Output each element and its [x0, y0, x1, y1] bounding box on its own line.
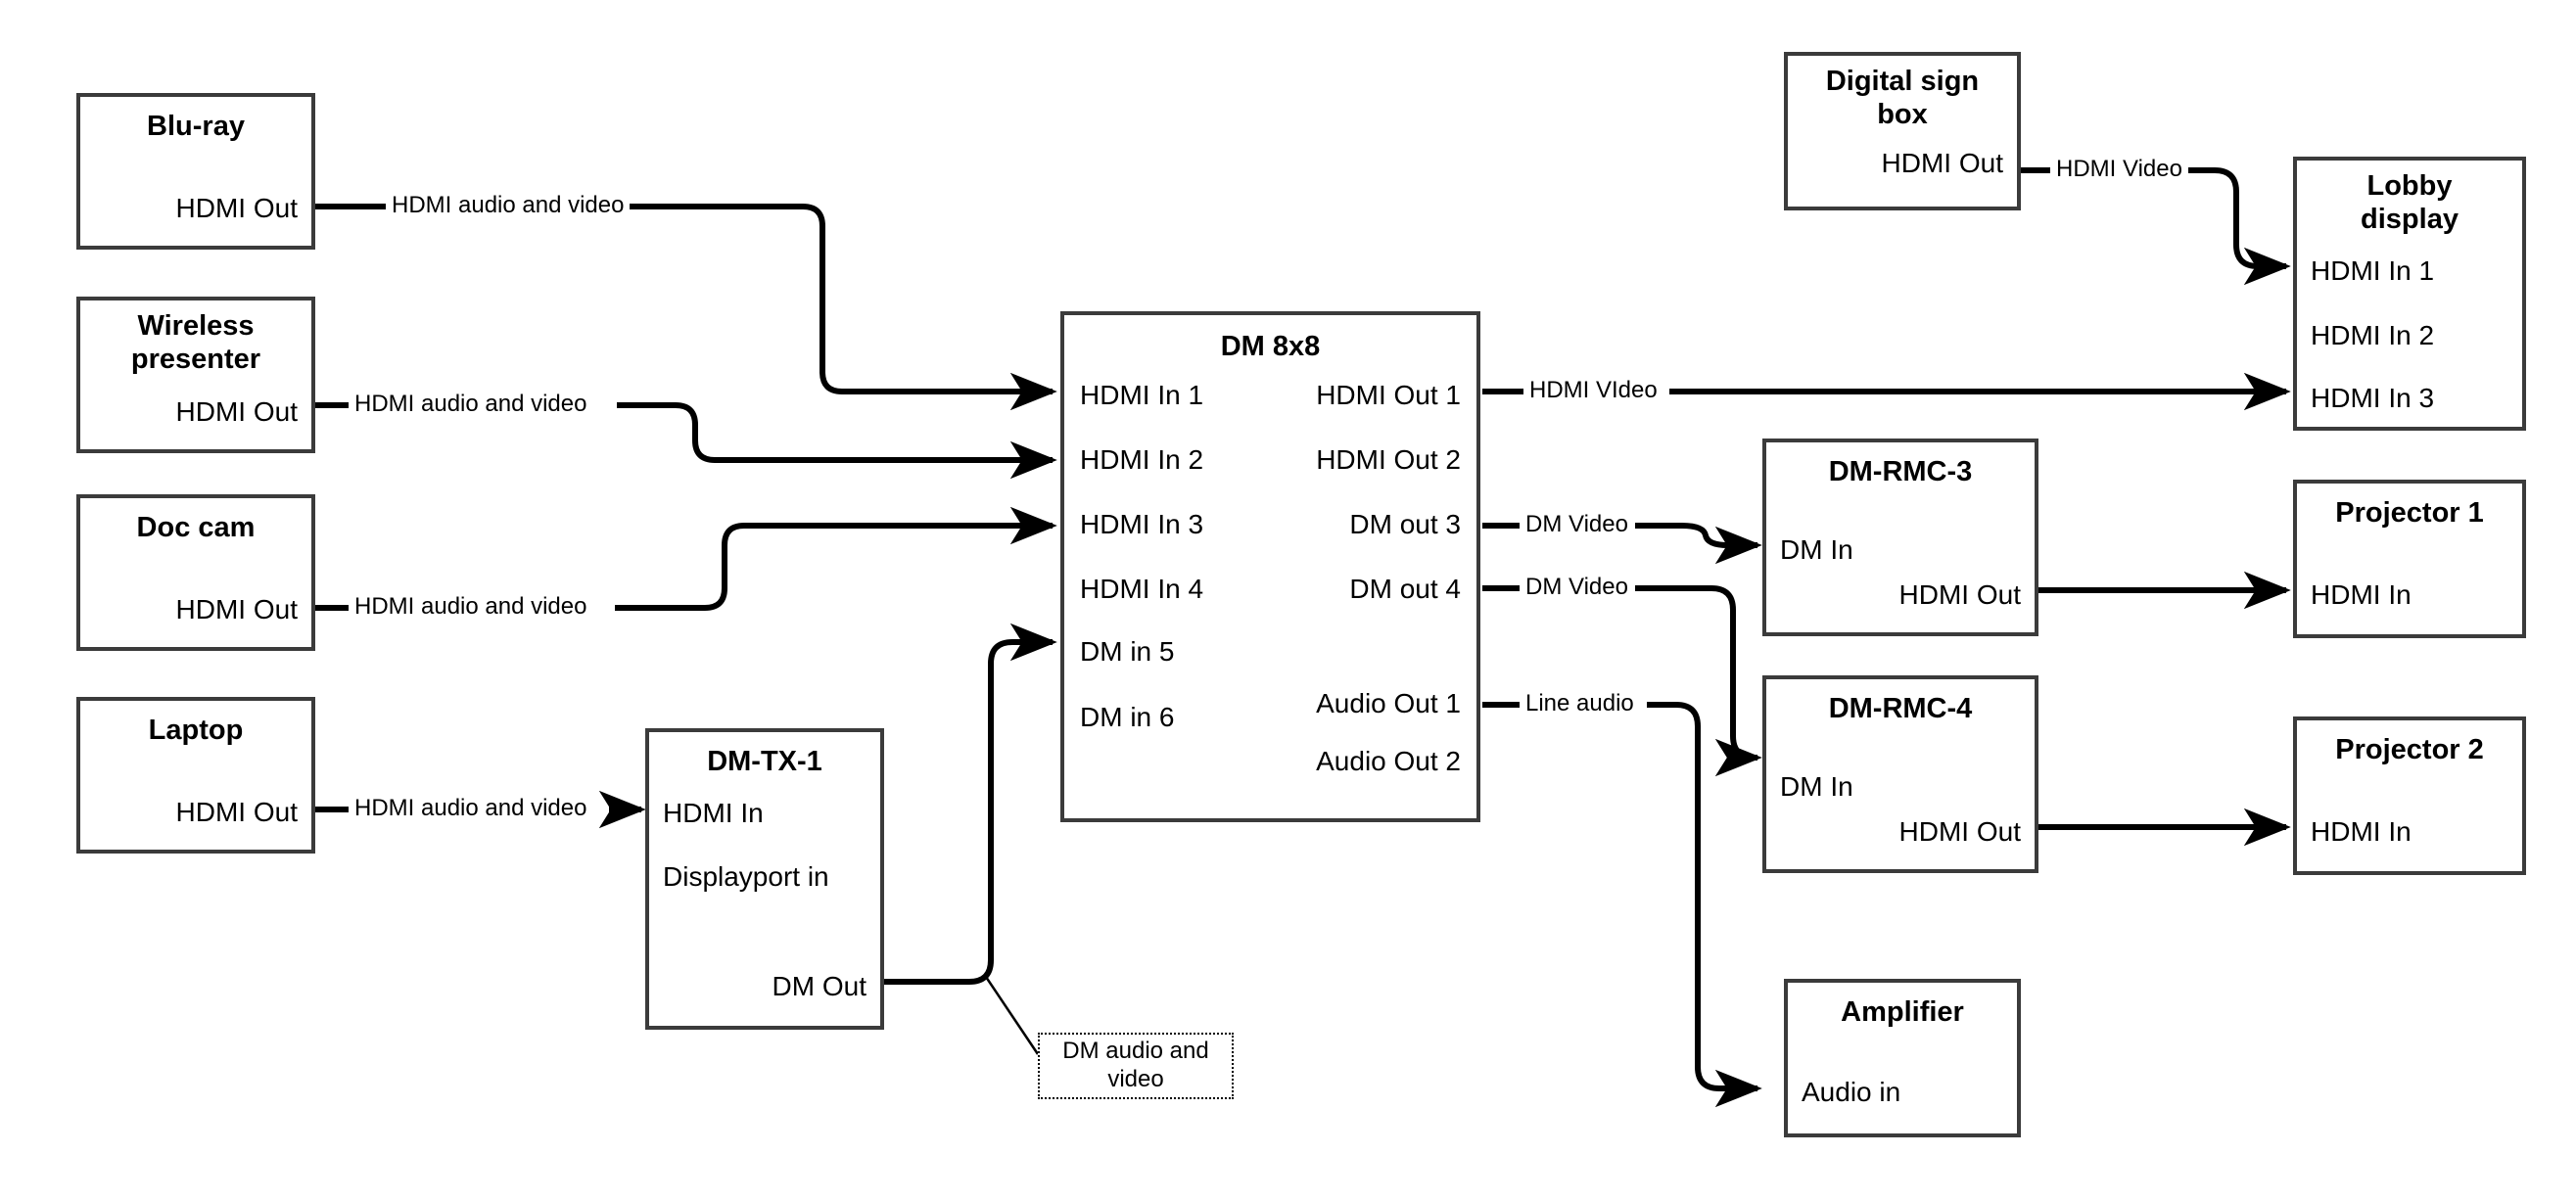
edge-label-laptop-to-tx: HDMI audio and video [349, 795, 593, 822]
device-title-dm-rmc-4: DM-RMC-4 [1828, 693, 1973, 724]
device-title-projector-2: Projector 2 [2335, 734, 2484, 765]
port-dm-tx-1-dm-out[interactable]: DM Out [772, 971, 866, 1001]
device-box-dm-rmc-4[interactable]: DM-RMC-4 DM In HDMI Out [1762, 675, 2038, 873]
wire-doccam-to-dm-hdmi-in-3 [315, 526, 1053, 611]
note-dm-audio-and-video-text: DM audio and video [1062, 1038, 1209, 1092]
wire-dm-out4-to-rmc4-dm-in [1482, 585, 1757, 758]
device-title-doc-cam: Doc cam [136, 512, 256, 543]
port-dm-rmc-3-dm-in[interactable]: DM In [1780, 534, 1853, 565]
device-title-amplifier: Amplifier [1841, 996, 1964, 1028]
wire-sign-to-lobby-hdmi-in-1 [2021, 167, 2286, 266]
edge-label-dm-out4-to-rmc4: DM Video [1520, 574, 1634, 601]
device-title-lobby-display-line1: Lobby [2366, 170, 2453, 202]
device-box-dm-rmc-3[interactable]: DM-RMC-3 DM In HDMI Out [1762, 439, 2038, 636]
device-title-wireless-presenter-line2: presenter [130, 344, 261, 375]
port-dm-8x8-dm-out-3[interactable]: DM out 3 [1349, 509, 1461, 539]
port-dm-8x8-dm-in-5[interactable]: DM in 5 [1080, 636, 1175, 667]
device-title-laptop: Laptop [148, 715, 244, 746]
port-lobby-display-hdmi-in-1[interactable]: HDMI In 1 [2311, 255, 2435, 286]
port-wireless-presenter-hdmi-out[interactable]: HDMI Out [175, 396, 298, 427]
port-dm-8x8-audio-out-1[interactable]: Audio Out 1 [1316, 688, 1461, 718]
port-dm-8x8-hdmi-out-1[interactable]: HDMI Out 1 [1316, 380, 1461, 410]
port-lobby-display-hdmi-in-2[interactable]: HDMI In 2 [2311, 320, 2435, 350]
device-box-dm-8x8[interactable]: DM 8x8 HDMI In 1 HDMI In 2 HDMI In 3 HDM… [1060, 311, 1480, 822]
edge-label-dm-audioout1-to-amp: Line audio [1520, 690, 1640, 717]
device-box-lobby-display[interactable]: Lobby display HDMI In 1 HDMI In 2 HDMI I… [2293, 157, 2526, 431]
device-box-projector-2[interactable]: Projector 2 HDMI In [2293, 716, 2526, 875]
port-digital-sign-box-hdmi-out[interactable]: HDMI Out [1881, 148, 2003, 178]
device-box-digital-sign-box[interactable]: Digital sign box HDMI Out [1784, 52, 2021, 210]
edge-label-dm-out3-to-rmc3: DM Video [1520, 511, 1634, 538]
device-box-laptop[interactable]: Laptop HDMI Out [76, 697, 315, 854]
edge-label-dm-hdmiout1-to-lobby: HDMI VIdeo [1523, 377, 1663, 404]
port-dm-8x8-dm-out-4[interactable]: DM out 4 [1349, 574, 1461, 604]
device-title-bluray: Blu-ray [147, 111, 245, 142]
port-dm-8x8-dm-in-6[interactable]: DM in 6 [1080, 702, 1175, 732]
port-dm-8x8-hdmi-in-1[interactable]: HDMI In 1 [1080, 380, 1204, 410]
device-box-bluray[interactable]: Blu-ray HDMI Out [76, 93, 315, 250]
device-title-dm-rmc-3: DM-RMC-3 [1828, 456, 1973, 487]
port-projector-1-hdmi-in[interactable]: HDMI In [2311, 579, 2412, 610]
wire-wireless-to-dm-hdmi-in-2 [315, 402, 1053, 460]
port-amplifier-audio-in[interactable]: Audio in [1802, 1077, 1901, 1107]
port-bluray-hdmi-out[interactable]: HDMI Out [175, 193, 298, 223]
port-projector-2-hdmi-in[interactable]: HDMI In [2311, 816, 2412, 847]
port-dm-tx-1-hdmi-in[interactable]: HDMI In [663, 798, 764, 828]
wire-dm-out3-to-rmc3-dm-in [1482, 526, 1757, 545]
device-title-digital-sign-box-line2: box [1877, 99, 1928, 130]
port-dm-rmc-3-hdmi-out[interactable]: HDMI Out [1898, 579, 2021, 610]
device-title-projector-1: Projector 1 [2335, 497, 2484, 529]
port-dm-8x8-hdmi-out-2[interactable]: HDMI Out 2 [1316, 444, 1461, 475]
port-doc-cam-hdmi-out[interactable]: HDMI Out [175, 594, 298, 624]
device-title-dm-8x8: DM 8x8 [1220, 331, 1321, 362]
device-box-amplifier[interactable]: Amplifier Audio in [1784, 979, 2021, 1137]
edge-label-doccam-to-dm: HDMI audio and video [349, 593, 593, 621]
edge-label-wireless-to-dm: HDMI audio and video [349, 391, 593, 418]
device-box-wireless-presenter[interactable]: Wireless presenter HDMI Out [76, 297, 315, 453]
device-box-doc-cam[interactable]: Doc cam HDMI Out [76, 494, 315, 651]
edge-label-bluray-to-dm: HDMI audio and video [386, 192, 631, 219]
port-dm-tx-1-displayport-in[interactable]: Displayport in [663, 861, 829, 892]
device-title-dm-tx-1: DM-TX-1 [707, 746, 822, 777]
port-dm-rmc-4-hdmi-out[interactable]: HDMI Out [1898, 816, 2021, 847]
device-title-wireless-presenter-line1: Wireless [137, 310, 255, 342]
port-dm-rmc-4-dm-in[interactable]: DM In [1780, 771, 1853, 802]
wire-dm-audioout1-to-amp [1482, 702, 1757, 1088]
edge-label-sign-to-lobby: HDMI Video [2050, 156, 2188, 183]
port-lobby-display-hdmi-in-3[interactable]: HDMI In 3 [2311, 383, 2435, 413]
wire-tx-dm-out-to-dm-in-5 [884, 623, 1057, 985]
device-title-lobby-display-line2: display [2361, 204, 2459, 235]
port-dm-8x8-hdmi-in-2[interactable]: HDMI In 2 [1080, 444, 1204, 475]
leader-line-dm-note [982, 973, 1040, 1055]
wire-bluray-to-dm-hdmi-in-1 [315, 204, 1053, 392]
port-dm-8x8-audio-out-2[interactable]: Audio Out 2 [1316, 746, 1461, 776]
device-title-digital-sign-box-line1: Digital sign [1825, 66, 1980, 97]
port-dm-8x8-hdmi-in-3[interactable]: HDMI In 3 [1080, 509, 1204, 539]
port-laptop-hdmi-out[interactable]: HDMI Out [175, 797, 298, 827]
port-dm-8x8-hdmi-in-4[interactable]: HDMI In 4 [1080, 574, 1204, 604]
note-dm-audio-and-video: DM audio and video [1038, 1033, 1234, 1099]
device-box-dm-tx-1[interactable]: DM-TX-1 HDMI In Displayport in DM Out [645, 728, 884, 1030]
device-box-projector-1[interactable]: Projector 1 HDMI In [2293, 480, 2526, 638]
